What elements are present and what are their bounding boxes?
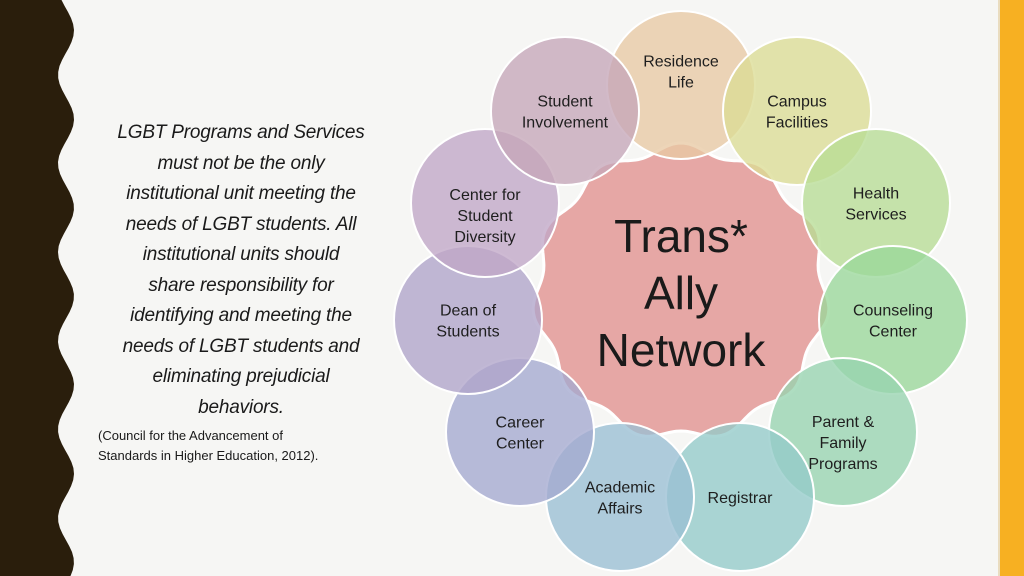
center-hub-label: Ally (644, 267, 718, 319)
node-circle (490, 36, 640, 186)
quote-text: LGBT Programs and Services must not be t… (96, 118, 386, 423)
node-label: Residence (643, 54, 719, 71)
quote-line: must not be the only (157, 152, 325, 174)
node-label: Academic (585, 480, 655, 497)
node-label: Programs (808, 456, 877, 473)
node-label: Career (496, 415, 546, 432)
quote-line: needs of LGBT students and (122, 335, 360, 357)
citation-line: (Council for the Advancement of (98, 428, 283, 443)
node-label: Students (436, 324, 499, 341)
quote-line: needs of LGBT students. All (125, 213, 357, 235)
citation: (Council for the Advancement of Standard… (98, 426, 378, 466)
node-label: Center (496, 436, 545, 453)
node-label: Involvement (522, 115, 609, 132)
node-label: Registrar (708, 490, 774, 507)
right-accent-stripe (1000, 0, 1024, 576)
quote-line: eliminating prejudicial (152, 366, 330, 387)
node-label: Counseling (853, 303, 933, 320)
node-label: Dean of (440, 303, 497, 320)
node-label: Campus (767, 94, 827, 111)
quote-line: institutional unit meeting the (126, 183, 356, 204)
node-label: Diversity (454, 229, 515, 246)
quote-line: LGBT Programs and Services (117, 122, 365, 143)
node-student-involvement (490, 36, 640, 186)
quote-line: identifying and meeting the (130, 305, 352, 326)
right-accent-divider (998, 0, 1000, 576)
center-hub-label: Trans* (614, 210, 748, 262)
center-hub-label: Network (597, 324, 767, 376)
wavy-left-border (0, 0, 74, 576)
node-label: Health (853, 186, 899, 203)
node-label: Affairs (597, 501, 642, 518)
citation-line: Standards in Higher Education, 2012). (98, 448, 319, 463)
node-label: Center for (449, 187, 521, 204)
quote-line: behaviors. (198, 396, 284, 418)
node-label: Center (869, 324, 918, 341)
node-label: Facilities (766, 115, 828, 132)
node-label: Student (537, 94, 593, 111)
quote-line: institutional units should (142, 244, 340, 265)
node-label: Life (668, 75, 694, 92)
node-label: Services (845, 207, 906, 224)
quote-line: share responsibility for (148, 274, 334, 296)
node-label: Family (819, 435, 866, 452)
node-label: Parent & (812, 414, 875, 431)
node-label: Student (457, 208, 513, 225)
